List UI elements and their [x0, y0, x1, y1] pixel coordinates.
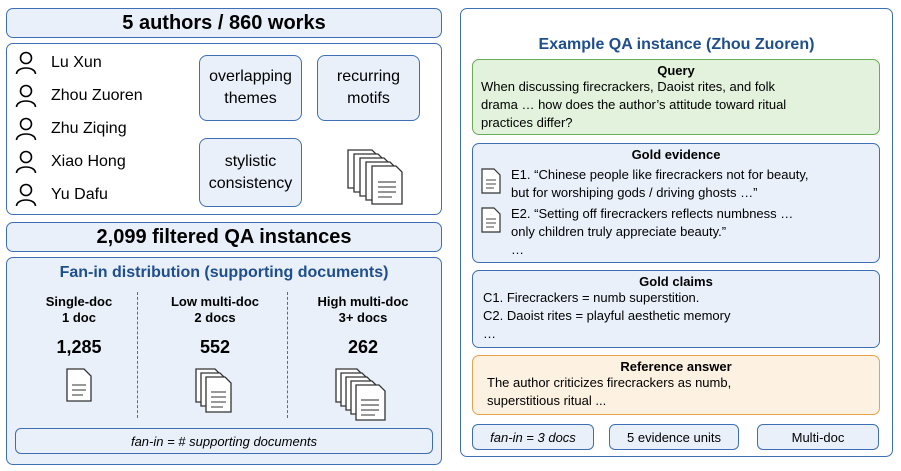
documents-stack-icon — [335, 368, 386, 421]
pill-text: fan-in = 3 docs — [490, 429, 576, 445]
fanin-label: Single-doc — [45, 294, 113, 309]
fanin-count: 1,285 — [56, 337, 102, 357]
column-divider — [287, 292, 288, 418]
example-title: Example QA instance (Zhou Zuoren) — [538, 36, 815, 53]
query-line: When discussing firecrackers, Daoist rit… — [481, 79, 776, 94]
author-row: Lu Xun — [15, 50, 102, 76]
author-name: Zhu Ziqing — [51, 120, 127, 137]
query-card: Query When discussing firecrackers, Daoi… — [472, 59, 880, 135]
theme-line: consistency — [208, 174, 293, 192]
fanin-sublabel: 1 doc — [62, 310, 96, 325]
theme-line: themes — [224, 90, 277, 107]
fanin-panel: Fan-in distribution (supporting document… — [6, 257, 442, 465]
person-icon — [15, 150, 37, 174]
evidence-line: E1. “Chinese people like firecrackers no… — [511, 167, 809, 182]
document-icon — [66, 368, 92, 402]
query-title: Query — [657, 63, 695, 78]
author-row: Zhou Zuoren — [15, 83, 143, 109]
evidence-units-pill: 5 evidence units — [609, 424, 739, 450]
person-icon — [15, 183, 37, 207]
pill-text: 5 evidence units — [627, 429, 721, 445]
author-row: Zhu Ziqing — [15, 116, 127, 142]
authors-panel: Lu Xun Zhou Zuoren Zhu Ziqing Xiao Hong … — [6, 43, 442, 215]
document-icon — [481, 207, 501, 233]
documents-stack-icon — [195, 368, 232, 413]
fanin-label: High multi-doc — [317, 294, 409, 309]
theme-line: motifs — [347, 90, 390, 107]
person-icon — [15, 117, 37, 141]
filtered-qa-header-text: 2,099 filtered QA instances — [96, 225, 352, 248]
claims-ellipsis: … — [483, 326, 496, 341]
fanin-count: 262 — [347, 337, 379, 357]
evidence-title: Gold evidence — [631, 147, 721, 162]
evidence-item: E2. “Setting off firecrackers reflects n… — [481, 205, 793, 259]
gold-evidence-card: Gold evidence E1. “Chinese people like f… — [472, 143, 880, 263]
fanin-note: fan-in = # supporting documents — [15, 428, 433, 454]
fanin-note-text: fan-in = # supporting documents — [130, 433, 318, 449]
person-icon — [15, 51, 37, 75]
evidence-line: E2. “Setting off firecrackers reflects n… — [511, 206, 794, 221]
author-name: Yu Dafu — [51, 186, 108, 203]
fanin-pill: fan-in = 3 docs — [472, 424, 594, 450]
documents-stack-icon — [347, 149, 403, 205]
theme-line: recurring — [336, 68, 401, 85]
author-name: Xiao Hong — [51, 153, 126, 170]
answer-line: The author criticizes firecrackers as nu… — [487, 375, 732, 390]
query-line: practices differ? — [481, 115, 573, 130]
author-name: Zhou Zuoren — [51, 87, 143, 104]
document-icon — [481, 168, 501, 194]
example-qa-panel: Example QA instance (Zhou Zuoren) Query … — [460, 8, 893, 457]
claim-line: C1. Firecrackers = numb superstition. — [483, 290, 700, 305]
theme-line: overlapping — [209, 68, 292, 85]
authors-header-text: 5 authors / 860 works — [122, 11, 326, 34]
evidence-line: only children truly appreciate beauty.” — [511, 224, 727, 239]
column-divider — [137, 292, 138, 418]
filtered-qa-header: 2,099 filtered QA instances — [6, 222, 442, 252]
fanin-count: 552 — [199, 337, 231, 357]
recurring-motifs-box: recurring motifs — [317, 55, 420, 121]
fanin-title: Fan-in distribution (supporting document… — [59, 264, 389, 281]
overlapping-themes-box: overlapping themes — [199, 55, 302, 121]
author-row: Xiao Hong — [15, 149, 126, 175]
claim-line: C2. Daoist rites = playful aesthetic mem… — [483, 308, 731, 323]
claims-title: Gold claims — [639, 274, 713, 289]
answer-line: superstitious ritual ... — [487, 393, 607, 408]
fanin-high-multi-doc: High multi-doc 3+ docs 262 — [303, 294, 423, 422]
fanin-sublabel: 3+ docs — [338, 310, 388, 325]
fanin-single-doc: Single-doc 1 doc 1,285 — [19, 294, 139, 402]
authors-header: 5 authors / 860 works — [6, 8, 442, 38]
evidence-line: but for worshiping gods / driving ghosts… — [511, 185, 758, 200]
fanin-sublabel: 2 docs — [194, 310, 236, 325]
author-row: Yu Dafu — [15, 182, 108, 208]
answer-title: Reference answer — [620, 359, 732, 374]
theme-line: stylistic — [224, 152, 277, 170]
gold-claims-card: Gold claims C1. Firecrackers = numb supe… — [472, 270, 880, 348]
query-line: drama … how does the author’s attitude t… — [481, 97, 787, 112]
fanin-label: Low multi-doc — [170, 294, 260, 309]
reference-answer-card: Reference answer The author criticizes f… — [472, 355, 880, 415]
author-name: Lu Xun — [51, 54, 102, 71]
person-icon — [15, 84, 37, 108]
pill-text: Multi-doc — [791, 429, 845, 445]
stylistic-consistency-box: stylistic consistency — [199, 138, 302, 207]
fanin-low-multi-doc: Low multi-doc 2 docs 552 — [155, 294, 275, 414]
evidence-ellipsis: … — [511, 242, 524, 257]
multi-doc-pill: Multi-doc — [757, 424, 879, 450]
evidence-item: E1. “Chinese people like firecrackers no… — [481, 166, 808, 202]
